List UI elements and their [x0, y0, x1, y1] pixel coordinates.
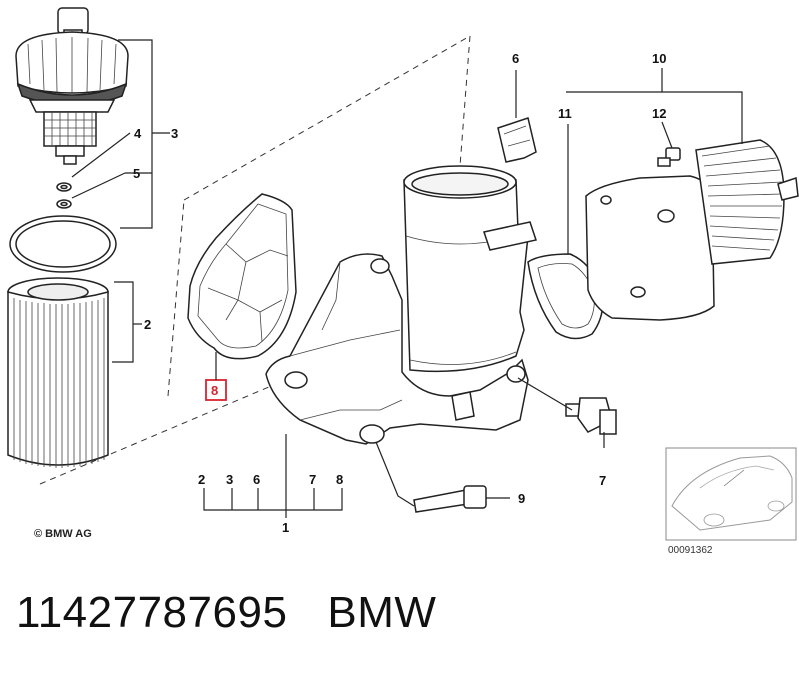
bracket-label-7: 7: [309, 472, 316, 487]
bracket-label-6: 6: [253, 472, 260, 487]
clip-part-6[interactable]: [497, 117, 537, 163]
label-1: 1: [282, 520, 289, 535]
thumbnail-code: 00091362: [668, 545, 713, 556]
bolt-part-9[interactable]: [413, 485, 487, 513]
bracket-label-8: 8: [336, 472, 343, 487]
label-9: 9: [518, 491, 525, 506]
o-ring-small-b[interactable]: [56, 199, 72, 209]
label-2: 2: [144, 317, 151, 332]
label-8: 8: [211, 383, 218, 398]
oil-cooler[interactable]: [585, 139, 799, 321]
oil-filter-cap[interactable]: [15, 7, 129, 165]
label-3: 3: [171, 126, 178, 141]
part-number-footer: 11427787695 BMW: [16, 588, 436, 638]
oil-pressure-sensor[interactable]: [565, 397, 617, 435]
label-4: 4: [134, 126, 142, 141]
o-ring-large[interactable]: [9, 215, 117, 273]
label-7: 7: [599, 473, 606, 488]
oil-filter-housing[interactable]: [265, 165, 537, 445]
label-12: 12: [652, 106, 666, 121]
car-outline: [671, 455, 793, 531]
label-5: 5: [133, 166, 140, 181]
vehicle-thumbnail: [665, 447, 797, 541]
bracket-label-3: 3: [226, 472, 233, 487]
brand-name: BMW: [327, 588, 437, 637]
gasket-filter-housing[interactable]: [187, 193, 297, 360]
copyright-text: © BMW AG: [34, 528, 92, 540]
label-11: 11: [558, 106, 572, 121]
oil-filter-element[interactable]: [7, 277, 109, 468]
label-6: 6: [512, 51, 519, 66]
o-ring-small-a[interactable]: [56, 182, 72, 192]
screw-part-12[interactable]: [657, 147, 681, 167]
part-number: 11427787695: [16, 588, 288, 637]
gasket-oil-cooler[interactable]: [527, 253, 604, 340]
bracket-label-2: 2: [198, 472, 205, 487]
label-10: 10: [652, 51, 666, 66]
